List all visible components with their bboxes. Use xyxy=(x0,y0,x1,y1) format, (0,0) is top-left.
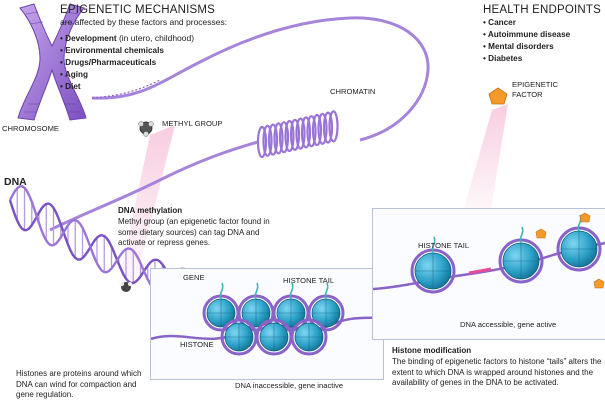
chromatin-coil-loop xyxy=(311,113,323,147)
mechanism-item: • Aging xyxy=(60,70,89,79)
chromatin-coil-loop xyxy=(273,122,284,155)
health-item: • Cancer xyxy=(483,18,516,27)
epigenetic-factor-label-2: FACTOR xyxy=(512,90,543,99)
histone-label: HISTONE xyxy=(180,340,214,349)
epigenetic-factor-icon xyxy=(579,212,591,223)
histone-tail xyxy=(324,282,329,300)
methyl-beam xyxy=(118,125,175,285)
epigenetic-factor-icon xyxy=(535,228,547,239)
epigenetic-factor-label-1: EPIGENETIC xyxy=(512,80,558,89)
histone-tail xyxy=(431,236,436,254)
methyl-group-label: METHYL GROUP xyxy=(162,119,223,128)
chromatin-coil-loop xyxy=(278,121,290,154)
histone-wrap xyxy=(290,318,328,356)
dna-accessible-label: DNA accessible, gene active xyxy=(460,320,557,329)
chromatin-fiber xyxy=(91,16,430,142)
health-item: • Diabetes xyxy=(483,54,523,63)
active-chromatin-art xyxy=(373,212,605,294)
chromatin-coil-loop xyxy=(284,119,295,153)
mechanism-item: • Development (in utero, childhood) xyxy=(60,33,195,43)
dna-inaccessible-label: DNA inaccessible, gene inactive xyxy=(235,381,344,390)
methyl-group-icon xyxy=(138,121,154,137)
chromosome-label: CHROMOSOME xyxy=(2,124,59,133)
chromatin-coil-loop xyxy=(289,118,301,151)
chromatin-coil-loop xyxy=(262,124,273,157)
active-chromatin-panel xyxy=(372,208,605,340)
health-item: • Mental disorders xyxy=(483,42,554,51)
chromatin-coil xyxy=(49,110,339,232)
chromatin-to-dna xyxy=(49,140,259,232)
chromatin-coil-loop xyxy=(328,110,339,143)
dna-label: DNA xyxy=(4,176,27,188)
mechanism-item: • Diet xyxy=(60,82,81,91)
chromatin-coil-loop xyxy=(317,112,328,145)
mechanisms-title: EPIGENETIC MECHANISMS xyxy=(60,4,215,16)
epigenetic-factor-icon xyxy=(593,278,605,289)
histone-mod-title: Histone modification xyxy=(392,346,472,355)
inactive-chromatin-panel xyxy=(150,268,384,380)
factor-beam xyxy=(462,104,508,215)
mechanism-item: • Environmental chemicals xyxy=(60,46,164,55)
methyl-on-dna-icon xyxy=(120,282,132,292)
chromatin-coil-loop xyxy=(295,117,306,150)
epigenetic-factor-icon xyxy=(488,87,508,105)
histone-tail-label-left: HISTONE TAIL xyxy=(283,276,335,285)
health-title: HEALTH ENDPOINTS xyxy=(483,4,602,16)
histone-tail xyxy=(519,226,524,244)
health-item: • Autoimmune disease xyxy=(483,30,571,39)
mechanisms-subtitle: are affected by these factors and proces… xyxy=(60,17,228,27)
methylation-title: DNA methylation xyxy=(118,206,183,215)
histone-mod-body: The binding of epigenetic factors to his… xyxy=(392,357,602,387)
chromatin-coil-loop xyxy=(306,115,317,148)
histone-tail xyxy=(289,282,294,300)
chromatin-label: CHROMATIN xyxy=(330,87,376,96)
gene-label: GENE xyxy=(183,273,205,282)
chromatin-coil-loop xyxy=(300,116,312,149)
histone-tail xyxy=(219,282,224,300)
chromosome-shape xyxy=(17,3,87,121)
mechanism-item: • Drugs/Pharmaceuticals xyxy=(60,58,157,67)
histone-tail-label-right: HISTONE TAIL xyxy=(418,241,470,250)
histone-tail xyxy=(254,282,259,300)
histones-note: Histones are proteins around which DNA c… xyxy=(16,369,142,399)
inactive-chromatin-art xyxy=(151,282,383,356)
chromatin-coil-loop xyxy=(322,111,334,144)
methylation-body: Methyl group (an epigenetic factor found… xyxy=(118,217,270,247)
chromatin-coil-loop xyxy=(267,123,279,156)
